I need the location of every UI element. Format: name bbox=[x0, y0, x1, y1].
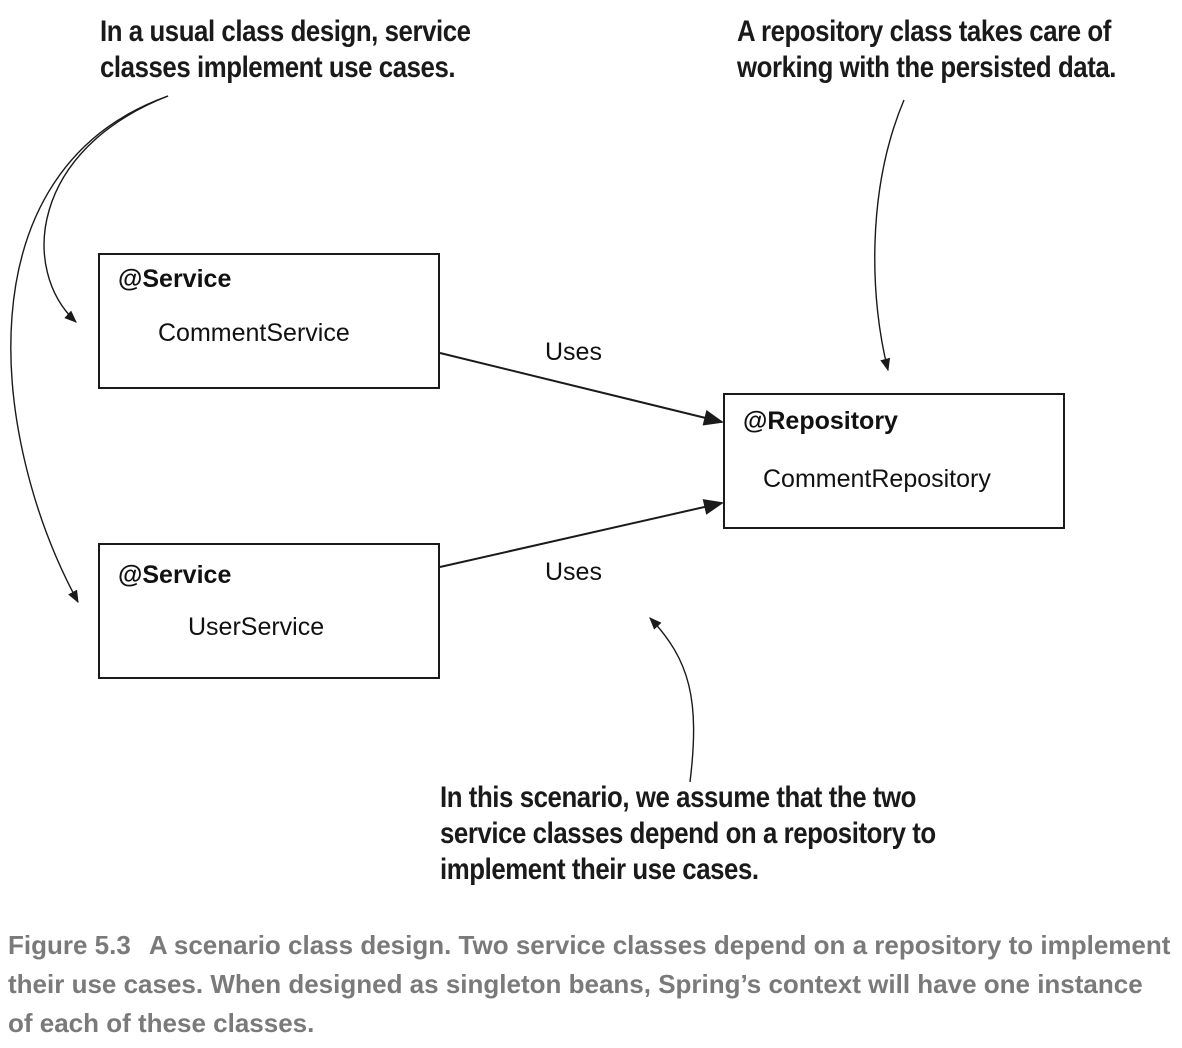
figure-label: Figure 5.3 bbox=[8, 930, 131, 960]
annotation-line: implement their use cases. bbox=[440, 853, 759, 886]
uses-label-bottom: Uses bbox=[545, 558, 602, 586]
annotation-line: In a usual class design, service bbox=[100, 15, 471, 48]
comment-repository-box: @Repository CommentRepository bbox=[723, 393, 1065, 529]
annotation-service-classes: In a usual class design, service classes… bbox=[100, 14, 471, 86]
repository-stereotype: @Repository bbox=[743, 407, 898, 435]
annotation-line: classes implement use cases. bbox=[100, 51, 456, 84]
pointer-arrow-repository bbox=[874, 99, 905, 372]
service-stereotype: @Service bbox=[118, 561, 232, 589]
figure-caption-text: A scenario class design. Two service cla… bbox=[8, 930, 1171, 1038]
annotation-repository-class: A repository class takes care of working… bbox=[737, 14, 1116, 86]
annotation-line: In this scenario, we assume that the two bbox=[440, 781, 916, 814]
annotation-line: service classes depend on a repository t… bbox=[440, 817, 936, 850]
user-service-name: UserService bbox=[188, 613, 325, 641]
uses-arrow-user-service bbox=[439, 499, 724, 568]
user-service-box: @Service UserService bbox=[98, 543, 440, 679]
pointer-arrow-dependency bbox=[649, 617, 695, 783]
annotation-line: A repository class takes care of bbox=[737, 15, 1111, 48]
annotation-line: working with the persisted data. bbox=[737, 51, 1117, 84]
service-stereotype: @Service bbox=[118, 265, 232, 293]
pointer-arrow-comment-service bbox=[43, 95, 169, 323]
uses-arrow-comment-service bbox=[439, 352, 724, 426]
pointer-arrow-user-service bbox=[10, 95, 169, 604]
comment-service-box: @Service CommentService bbox=[98, 253, 440, 389]
annotation-scenario-assumption: In this scenario, we assume that the two… bbox=[440, 780, 936, 888]
uses-label-top: Uses bbox=[545, 338, 602, 366]
comment-service-name: CommentService bbox=[158, 319, 350, 347]
comment-repository-name: CommentRepository bbox=[763, 465, 991, 493]
